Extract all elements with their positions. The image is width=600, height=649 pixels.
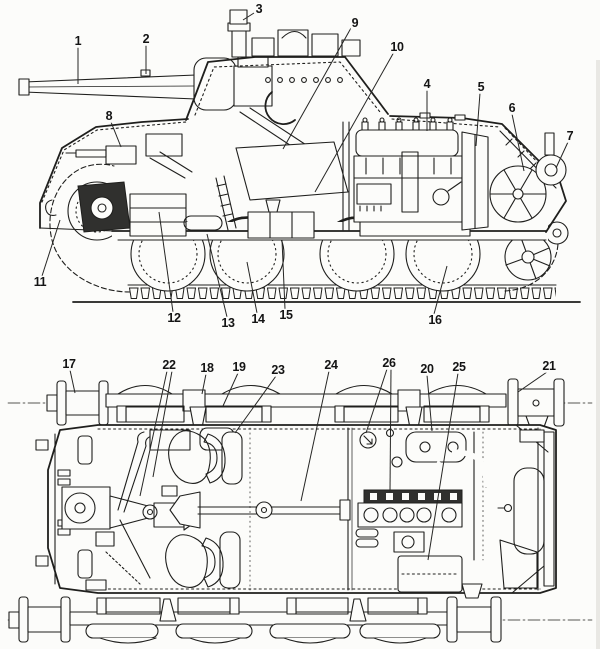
ammo-guard: [264, 91, 296, 125]
engine-studs: [361, 117, 454, 131]
gun-mantlet-plan: [168, 430, 211, 484]
upper-sprocket-spool: [507, 378, 565, 428]
callout-16: 16: [427, 312, 443, 327]
callout-17: 17: [61, 356, 77, 371]
commander-cupola: [227, 9, 251, 58]
callout-6: 6: [507, 100, 517, 115]
leaf-spring: [343, 405, 399, 423]
callout-12: 12: [166, 310, 182, 325]
cylinder-head: [363, 489, 463, 504]
turret-basket: [165, 427, 243, 589]
fan-drum: [513, 467, 545, 555]
starter: [393, 531, 425, 553]
bogie-wheel-top: [221, 385, 281, 395]
bogie-wheel: [175, 623, 253, 639]
battery-box: [129, 193, 187, 237]
pedal: [95, 531, 115, 547]
callout-8: 8: [104, 108, 114, 123]
bogie-wheel: [85, 623, 159, 639]
shock-absorber: [77, 549, 93, 579]
callout-22: 22: [161, 357, 177, 372]
callout-14: 14: [250, 311, 266, 326]
callout-18: 18: [199, 360, 215, 375]
mantlet-shade: [203, 433, 226, 484]
steering-gear: [57, 429, 199, 591]
callout-1: 1: [73, 33, 83, 48]
pedal: [85, 579, 107, 591]
exhaust-muffler: [535, 132, 567, 186]
leaf-spring: [205, 405, 263, 423]
callout-4: 4: [422, 76, 432, 91]
callout-21: 21: [541, 358, 557, 373]
plan-view-cutaway: [7, 378, 593, 644]
turret-ring-holes: [265, 77, 343, 83]
crew-seat: [183, 215, 223, 231]
callout-9: 9: [350, 15, 360, 30]
gun-mantlet-plan: [165, 534, 208, 588]
callout-13: 13: [220, 315, 236, 330]
callout-leader-lines: [41, 12, 569, 561]
scan-edge: [596, 60, 600, 649]
bogie-wheel-top: [427, 385, 487, 395]
bogie-wheel: [269, 623, 351, 639]
callout-26: 26: [381, 355, 397, 370]
cooling-fan: [489, 165, 547, 223]
crankcase: [357, 502, 463, 528]
gun-breech-plan: [169, 491, 201, 529]
shock-absorber: [77, 435, 93, 465]
gun-barrel: [18, 69, 197, 100]
callout-20: 20: [419, 361, 435, 376]
upper-track-band: [7, 378, 593, 429]
callout-10: 10: [389, 39, 405, 54]
driver-visor-box: [145, 133, 183, 157]
oil-tank: [405, 431, 467, 463]
leaf-spring: [125, 405, 185, 423]
steering-column: [215, 175, 237, 231]
carburetor-bowl: [432, 188, 450, 206]
lower-idler-spool: [8, 596, 71, 643]
lower-sprocket-spool: [446, 583, 502, 643]
callout-3: 3: [254, 1, 264, 16]
callout-25: 25: [451, 359, 467, 374]
hull-interior-front: [65, 133, 315, 239]
callout-19: 19: [231, 359, 247, 374]
engine-sump: [359, 221, 471, 237]
upper-idler-spool: [46, 380, 109, 426]
drive-sprocket: [504, 221, 569, 281]
oil-filter-column: [401, 151, 419, 213]
callout-15: 15: [278, 307, 294, 322]
ammo-rack: [247, 211, 315, 239]
side-view-cutaway: [18, 9, 581, 303]
suspension-wedge: [349, 598, 367, 622]
callout-5: 5: [476, 79, 486, 94]
suspension-wedge: [159, 598, 177, 622]
seat-pedestal: [265, 199, 281, 213]
muzzle: [18, 78, 30, 96]
callout-2: 2: [141, 31, 151, 46]
fighting-compartment-floor: [235, 141, 349, 201]
callout-7: 7: [565, 128, 575, 143]
lower-track-band: [7, 583, 593, 644]
bogie-wheel-top: [335, 384, 393, 395]
tow-hook: [35, 439, 49, 451]
turret: [185, 9, 389, 213]
callout-23: 23: [270, 362, 286, 377]
bogie-wheel-top: [117, 384, 173, 395]
callout-11: 11: [32, 274, 48, 289]
engine: [342, 117, 567, 237]
air-funnel: [499, 539, 538, 589]
turret-roof-equipment: [251, 29, 361, 57]
hull-machine-gun: [105, 145, 137, 165]
bogie-wheel: [359, 623, 441, 639]
callout-24: 24: [323, 357, 339, 372]
drive-shaft: [197, 499, 351, 521]
tow-hook: [35, 555, 49, 567]
